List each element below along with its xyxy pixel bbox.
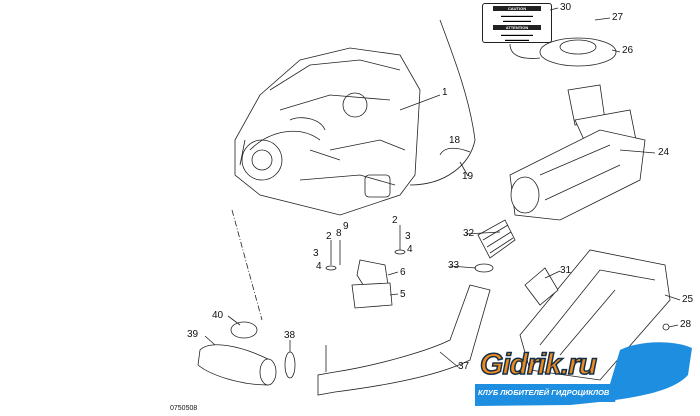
callout-31: 31 bbox=[560, 265, 572, 276]
engine-assembly bbox=[234, 47, 421, 216]
gidrik-logo: Gidrik.ru КЛУБ ЛЮБИТЕЛЕЙ ГИДРОЦИКЛОВ bbox=[470, 340, 695, 410]
callout-27: 27 bbox=[612, 12, 624, 23]
callout-2: 2 bbox=[326, 231, 332, 242]
callout-18: 18 bbox=[449, 135, 461, 146]
callout-4: 4 bbox=[407, 244, 413, 255]
callout-40: 40 bbox=[212, 310, 224, 321]
callout-33: 33 bbox=[448, 260, 460, 271]
resonator bbox=[509, 129, 646, 221]
callout-4: 4 bbox=[316, 261, 322, 272]
callout-19: 19 bbox=[462, 171, 474, 182]
callout-37: 37 bbox=[458, 361, 470, 372]
callout-24: 24 bbox=[658, 147, 670, 158]
callout-5: 5 bbox=[400, 289, 406, 300]
reference-code: 0750508 bbox=[170, 405, 198, 412]
storage-tray bbox=[519, 249, 671, 381]
engine-mount bbox=[325, 225, 406, 309]
callout-9: 9 bbox=[343, 221, 349, 232]
warning-label: CAUTION ▬▬▬▬▬▬▬▬▬▬▬▬▬▬▬ ATTENTION ▬▬▬▬▬▬… bbox=[482, 3, 552, 43]
callout-28: 28 bbox=[680, 319, 692, 330]
callout-30: 30 bbox=[560, 2, 572, 13]
hose-39 bbox=[197, 344, 271, 386]
logo-name: Gidrik.ru bbox=[479, 347, 598, 382]
jetski-logo-icon bbox=[475, 342, 692, 406]
callout-32: 32 bbox=[463, 228, 475, 239]
logo-tagline: КЛУБ ЛЮБИТЕЛЕЙ ГИДРОЦИКЛОВ bbox=[478, 388, 610, 397]
callout-6: 6 bbox=[400, 267, 406, 278]
callout-3: 3 bbox=[313, 248, 319, 259]
callout-25: 25 bbox=[682, 294, 694, 305]
callout-3: 3 bbox=[405, 231, 411, 242]
callout-8: 8 bbox=[336, 228, 342, 239]
hose-32 bbox=[477, 219, 516, 259]
callout-1: 1 bbox=[442, 87, 448, 98]
callout-26: 26 bbox=[622, 45, 634, 56]
callout-39: 39 bbox=[187, 329, 199, 340]
throttle-cable bbox=[409, 19, 476, 186]
intake-pipe bbox=[317, 284, 491, 396]
callout-38: 38 bbox=[284, 330, 296, 341]
callout-2: 2 bbox=[392, 215, 398, 226]
